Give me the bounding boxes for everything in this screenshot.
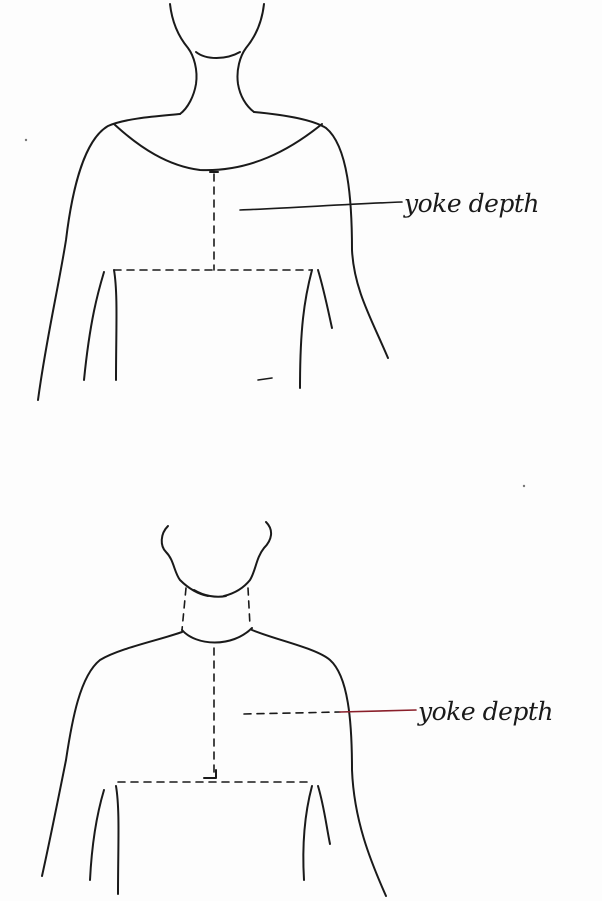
head-outline-right: [224, 522, 271, 596]
collar-band: [182, 628, 252, 643]
yoke-depth-leader: [244, 712, 340, 714]
right-torso-side: [300, 270, 312, 388]
right-armhole: [318, 270, 332, 328]
chin-curve: [196, 52, 240, 58]
yoke-depth-label: yoke depth: [417, 697, 553, 726]
neck-outline-right: [237, 4, 264, 112]
left-shoulder-arm: [42, 632, 182, 876]
head-outline-left: [162, 526, 208, 596]
yoke-depth-leader-accent: [340, 710, 416, 712]
left-torso-side: [114, 270, 117, 380]
right-shoulder-arm: [254, 112, 388, 358]
paper-speck: [25, 139, 27, 141]
figure-round-yoke: yoke depth: [38, 4, 539, 400]
left-armhole: [90, 790, 104, 880]
right-armhole: [318, 786, 330, 844]
paper-speck: [523, 485, 525, 487]
yoke-depth-leader: [240, 202, 402, 210]
figure-straight-yoke: yoke depth: [42, 522, 553, 896]
neck-guide-right: [248, 588, 250, 626]
round-yoke-seam: [114, 124, 322, 170]
left-armhole: [84, 272, 104, 380]
neck-guide-left: [182, 588, 186, 630]
paper-speck: [258, 378, 272, 380]
right-torso-side: [303, 786, 312, 880]
yoke-depth-label: yoke depth: [403, 189, 539, 218]
neck-outline-left: [170, 4, 197, 114]
left-torso-side: [116, 786, 119, 894]
right-shoulder-arm: [252, 630, 386, 896]
chin-line: [194, 590, 226, 597]
